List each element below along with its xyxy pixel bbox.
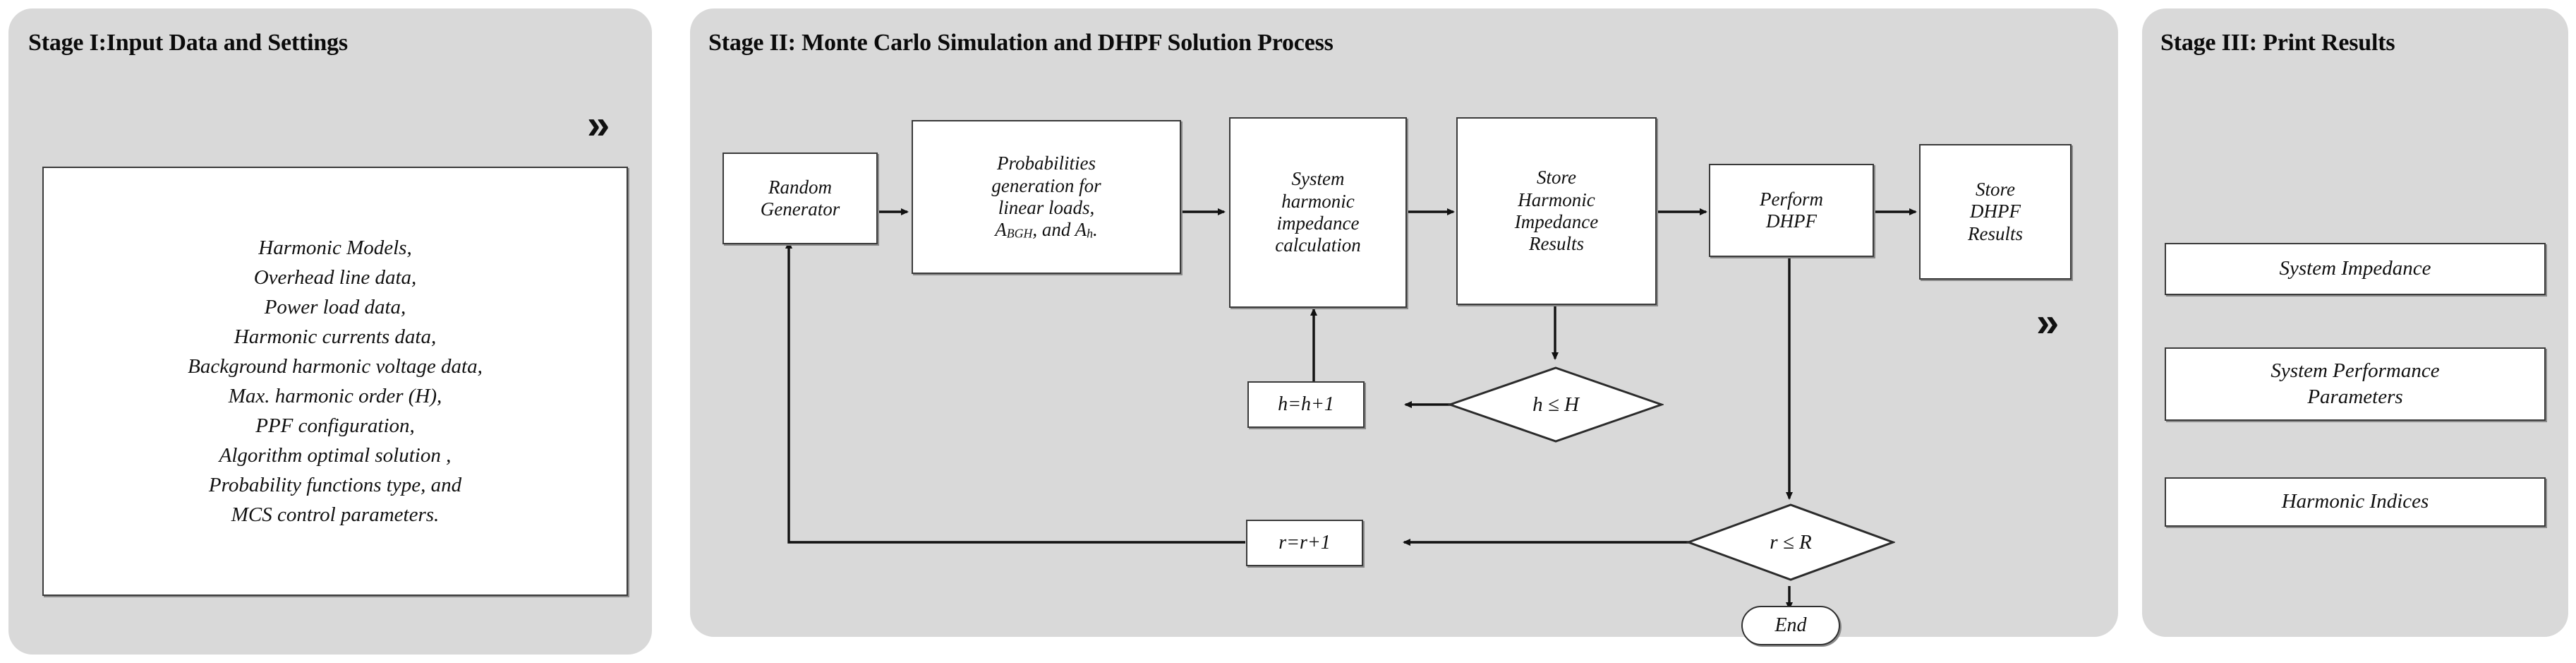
prob-period: . xyxy=(1093,219,1098,241)
perform-dhpf-label: Perform DHPF xyxy=(1760,188,1823,232)
store-harmonic-impedance-box: Store Harmonic Impedance Results xyxy=(1456,117,1657,305)
random-generator-label: Random Generator xyxy=(760,176,840,220)
random-generator-box: Random Generator xyxy=(722,153,878,244)
end-label: End xyxy=(1774,614,1807,636)
prob-symbol-a: A xyxy=(995,219,1007,241)
h-increment-label: h=h+1 xyxy=(1278,393,1334,415)
input-data-list: Harmonic Models, Overhead line data, Pow… xyxy=(188,236,483,527)
stage-three-panel xyxy=(2142,8,2568,637)
system-impedance-calc-label: System harmonic impedance calculation xyxy=(1275,168,1361,256)
stage-two-chevron: » xyxy=(2036,299,2060,345)
end-terminator: End xyxy=(1741,606,1840,645)
r-increment-box: r=r+1 xyxy=(1246,520,1363,566)
stage-two-title: Stage II: Monte Carlo Simulation and DHP… xyxy=(708,30,1334,56)
prob-symbol-a2: A xyxy=(1075,219,1087,241)
system-impedance-calc-box: System harmonic impedance calculation xyxy=(1229,117,1407,308)
result-label-1: System Performance Parameters xyxy=(2270,359,2440,408)
prob-subscript-bgh: BGH xyxy=(1006,226,1033,241)
prob-subscript-h: h xyxy=(1087,226,1094,241)
perform-dhpf-box: Perform DHPF xyxy=(1709,164,1874,257)
store-dhpf-results-box: Store DHPF Results xyxy=(1919,144,2072,280)
prob-line-3: linear loads, xyxy=(998,196,1095,218)
h-increment-box: h=h+1 xyxy=(1247,381,1365,428)
stage-one-chevron: » xyxy=(587,102,610,148)
input-data-box: Harmonic Models, Overhead line data, Pow… xyxy=(42,167,628,596)
stage-one-title: Stage I:Input Data and Settings xyxy=(28,30,348,56)
result-label-0: System Impedance xyxy=(2279,257,2431,280)
probabilities-generation-label: Probabilities generation for linear load… xyxy=(988,153,1103,241)
result-box-system-impedance: System Impedance xyxy=(2165,243,2546,295)
prob-conjunction: , and xyxy=(1032,219,1075,241)
h-condition-diamond: h ≤ H xyxy=(1448,366,1664,443)
prob-line-1: Probabilities xyxy=(997,153,1096,174)
store-harmonic-impedance-label: Store Harmonic Impedance Results xyxy=(1514,167,1599,255)
r-increment-label: r=r+1 xyxy=(1278,531,1331,554)
result-label-2: Harmonic Indices xyxy=(2281,490,2429,513)
stage-two-panel xyxy=(690,8,2118,637)
result-box-system-performance: System Performance Parameters xyxy=(2165,347,2546,421)
stage-three-title: Stage III: Print Results xyxy=(2160,30,2395,56)
prob-line-2: generation for xyxy=(991,174,1101,196)
probabilities-generation-box: Probabilities generation for linear load… xyxy=(912,120,1181,274)
result-box-harmonic-indices: Harmonic Indices xyxy=(2165,477,2546,527)
store-dhpf-results-label: Store DHPF Results xyxy=(1968,179,2023,244)
r-condition-diamond: r ≤ R xyxy=(1686,503,1895,582)
